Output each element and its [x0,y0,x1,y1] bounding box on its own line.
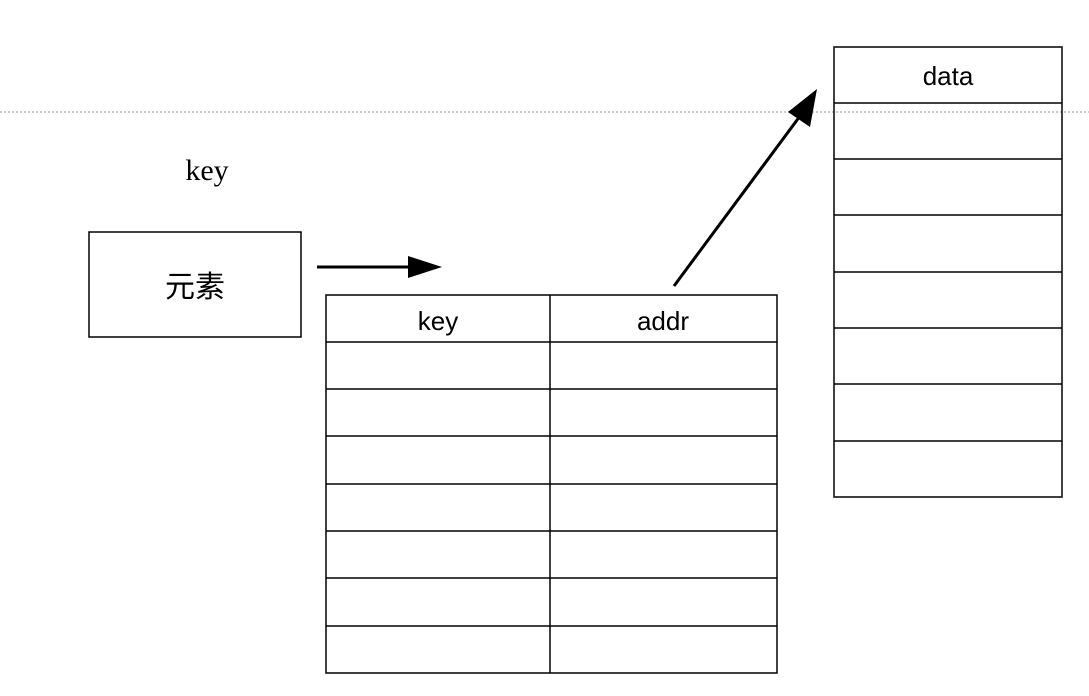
arrow-to-index-table [317,256,442,278]
data-table-header: data [923,61,974,91]
index-table: key addr [325,294,778,674]
arrow-to-data-table [672,89,817,287]
element-box: 元素 [88,231,302,338]
index-table-header-addr: addr [637,306,689,336]
element-label: 元素 [165,271,225,304]
key-caption: key [185,154,228,187]
data-table: data [833,46,1063,498]
index-table-header-key: key [418,306,458,336]
